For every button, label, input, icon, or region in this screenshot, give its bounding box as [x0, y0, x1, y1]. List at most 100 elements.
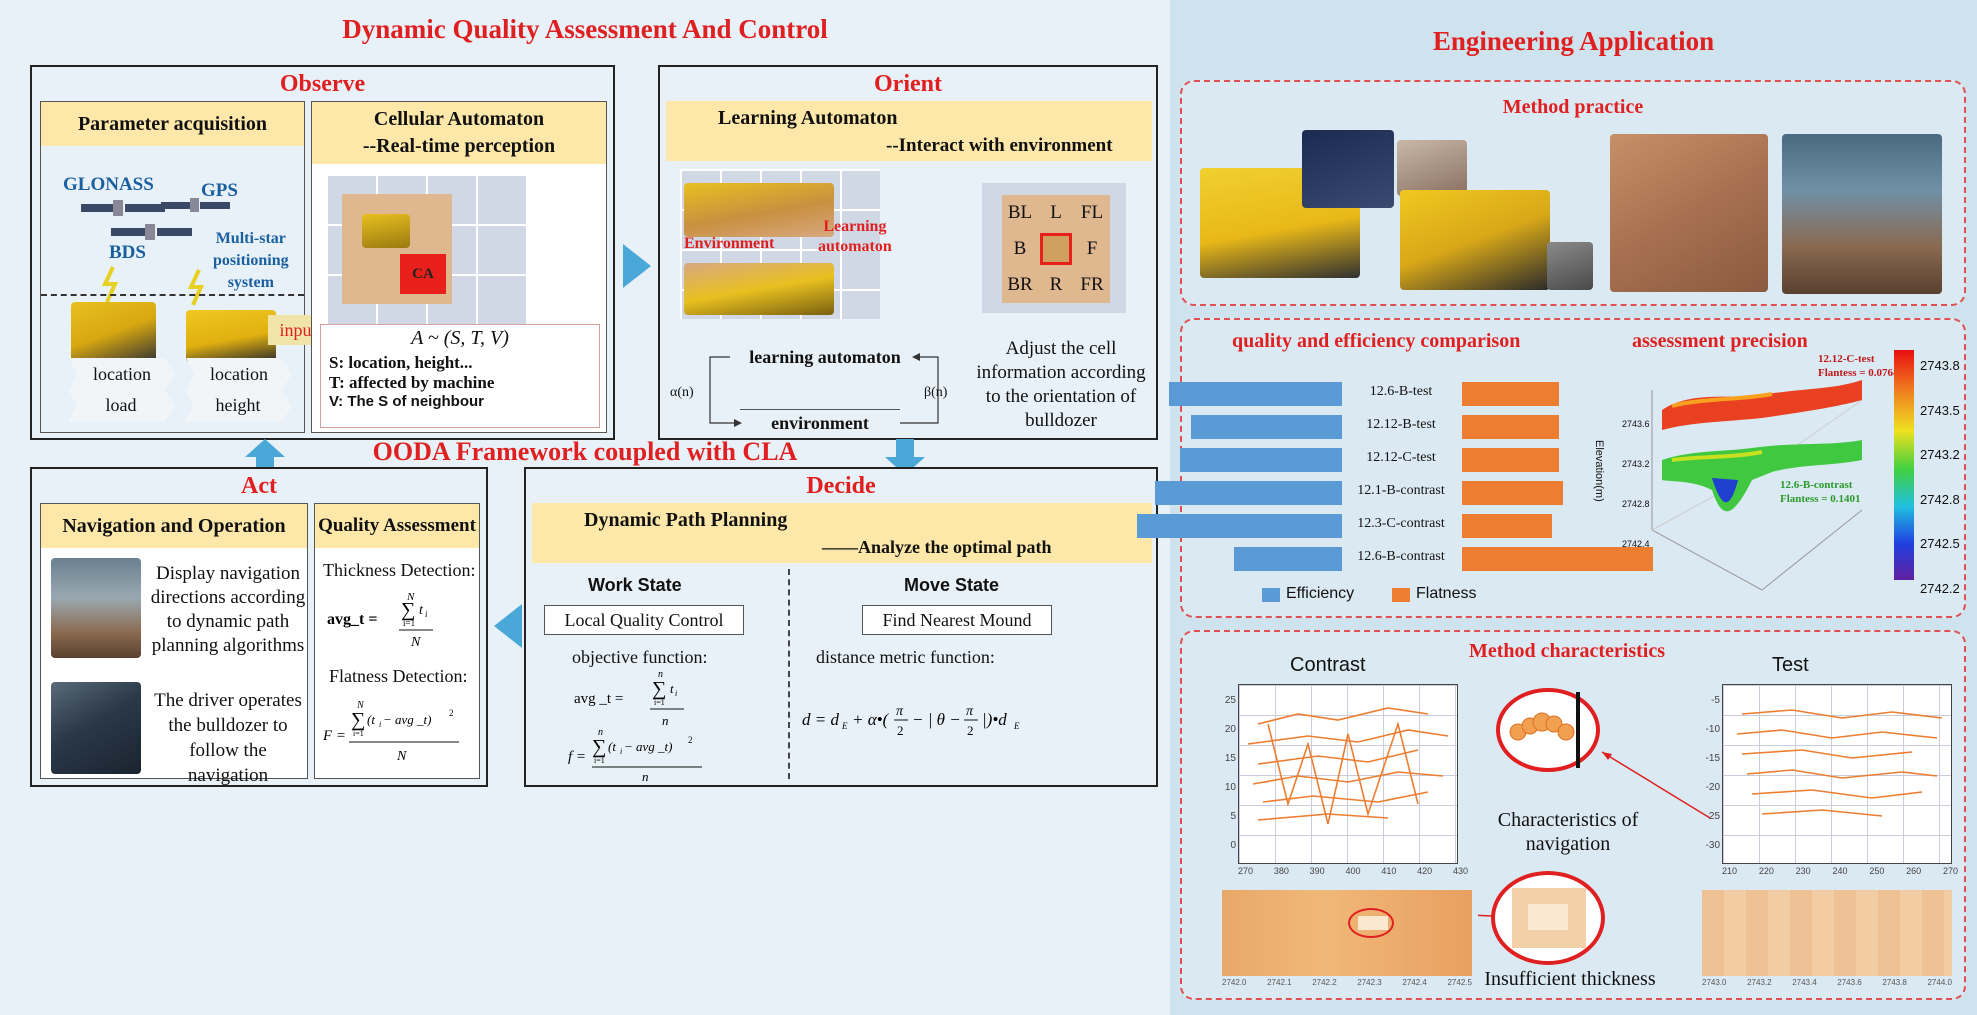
insufficient-thickness-label: Insufficient thickness [1484, 968, 1656, 990]
adjust-text: Adjust the cell information according to… [966, 337, 1156, 433]
nav-display-image [51, 558, 141, 658]
ca-box: Cellular Automaton --Real-time perceptio… [311, 101, 607, 433]
test-ytick: -25 [1705, 811, 1720, 822]
svg-text:i=1: i=1 [353, 729, 364, 738]
heat-tick: 2743.0 [1702, 978, 1727, 987]
signal-icons [101, 266, 205, 306]
act-panel: Act Navigation and Operation Display nav… [30, 467, 488, 787]
test-xtick: 220 [1758, 866, 1774, 876]
sat-glonass: GLONASS [63, 174, 154, 195]
driver-image [51, 682, 141, 774]
ztick-2: 2743.2 [1622, 459, 1650, 469]
flatness-label: Flatness Detection: [329, 666, 468, 686]
contrast-ytick: 20 [1224, 724, 1236, 735]
ztick-3: 2742.8 [1622, 499, 1650, 509]
category-label: 12.1-B-contrast [1357, 483, 1445, 498]
la-label-line-2: automaton [818, 238, 892, 255]
category-label: 12.6-B-test [1369, 384, 1433, 399]
contrast-ytick: 15 [1224, 753, 1236, 764]
category-label: 12.6-B-contrast [1357, 549, 1445, 564]
ca-subtitle: --Real-time perception [362, 135, 556, 157]
contrast-xtick: 400 [1345, 866, 1361, 876]
precision-surface-plot [1651, 380, 1863, 591]
ca-formula: A ~ (S, T, V) [411, 327, 509, 349]
nav-text-2-line-2: the bulldozer to [168, 715, 288, 736]
flatness-bar [1462, 481, 1563, 505]
contrast-ytick: 10 [1224, 782, 1236, 793]
practice-navigation-image [1782, 134, 1942, 294]
nav-title: Navigation and Operation [41, 504, 307, 548]
contrast-label-line-2: Flantess = 0.1401 [1780, 493, 1861, 505]
colorbar-tick-1: 2743.8 [1920, 358, 1960, 373]
nav-char-line-1: Characteristics of [1497, 809, 1639, 831]
arrow-orient-decide [885, 439, 925, 475]
right-param-location: location [186, 358, 292, 390]
svg-text:i=1: i=1 [654, 698, 665, 707]
legend-flatness-label: Flatness [1416, 585, 1477, 602]
heat-tick: 2742.2 [1312, 978, 1337, 987]
colorbar [1894, 350, 1914, 580]
test-trajectory-lines [1736, 709, 1943, 817]
observe-title: Observe [279, 71, 366, 97]
la-bulldozer-image [684, 263, 834, 315]
test-ytick: -5 [1711, 695, 1720, 706]
ca-formula-box: A ~ (S, T, V) S: location, height... T: … [320, 324, 600, 428]
test-xtick: 240 [1832, 866, 1848, 876]
efficiency-bar [1180, 448, 1342, 472]
contrast-xtick: 270 [1238, 866, 1254, 876]
efficiency-bar [1154, 481, 1342, 505]
flatness-formula: F = N ∑ (t i − avg _t) 2 i=1 N [322, 700, 459, 764]
multistar-line-3: system [227, 274, 274, 291]
flatness-bar [1462, 415, 1560, 439]
env-label: Environment [684, 235, 775, 252]
precision-zlabel: Elevation(m) [1593, 440, 1605, 502]
svg-text:∑: ∑ [652, 678, 666, 700]
observe-panel: Observe Parameter acquisition GLONASS GP… [30, 65, 615, 440]
colorbar-ticks: 2743.8 2743.5 2743.2 2742.8 2742.5 2742.… [1920, 344, 1960, 612]
adjust-line-1: Adjust the cell [1005, 338, 1117, 359]
category-label: 12.12-B-test [1366, 417, 1436, 432]
la-title: Learning Automaton [718, 107, 898, 129]
move-state: Move State [904, 575, 1000, 595]
practice-truck-image [1400, 190, 1550, 290]
svg-text:− avg _t): − avg _t) [383, 712, 431, 727]
heat-tick: 2742.4 [1402, 978, 1427, 987]
nav-text-2-line-3: follow the navigation [187, 740, 269, 786]
test-xticks: 210 220 230 240 250 260 270 [1722, 866, 1958, 876]
svg-text:π: π [966, 704, 974, 719]
state-divider [788, 569, 790, 779]
cell-l: L [1050, 202, 1062, 223]
practice-small-image [1547, 242, 1593, 290]
practice-site-image [1397, 140, 1467, 196]
svg-text:(t: (t [367, 712, 375, 727]
dpp-header: Dynamic Path Planning ——Analyze the opti… [532, 503, 1152, 563]
svg-text:(t: (t [608, 739, 616, 754]
beta-label: β(n) [924, 385, 948, 400]
test-xtick: 210 [1722, 866, 1738, 876]
svg-text:|)•d: |)•d [982, 710, 1007, 729]
right-title: Engineering Application [1432, 26, 1715, 56]
test-xtick: 250 [1869, 866, 1885, 876]
ztick-1: 2743.6 [1622, 419, 1650, 429]
cell-br: BR [1007, 274, 1033, 295]
legend-efficiency-swatch [1262, 588, 1280, 602]
contrast-xtick: 410 [1381, 866, 1397, 876]
la-label: Learning automaton [818, 217, 892, 257]
cell-fl: FL [1080, 202, 1104, 223]
dpp-subtitle: ——Analyze the optimal path [822, 537, 1052, 557]
svg-text:i: i [675, 689, 677, 698]
adjust-line-4: bulldozer [1025, 410, 1097, 431]
sat-bds: BDS [109, 242, 146, 263]
test-xtick: 260 [1906, 866, 1922, 876]
legend-flatness-swatch [1392, 588, 1410, 602]
nav-characteristics-label: Characteristics of navigation [1478, 808, 1658, 856]
la-subtitle: --Interact with environment [886, 135, 1113, 156]
arrow-act-observe [245, 439, 285, 475]
category-label: 12.12-C-test [1366, 450, 1436, 465]
ca-v-line: V: The S of neighbour [329, 393, 484, 410]
multistar-line-1: Multi-star [215, 230, 286, 247]
test-ytick: -20 [1705, 782, 1720, 793]
contrast-ytick: 25 [1224, 695, 1236, 706]
test-label: 12.12-C-test Flantess = 0.0764 [1818, 352, 1899, 380]
svg-text:n: n [658, 669, 663, 680]
